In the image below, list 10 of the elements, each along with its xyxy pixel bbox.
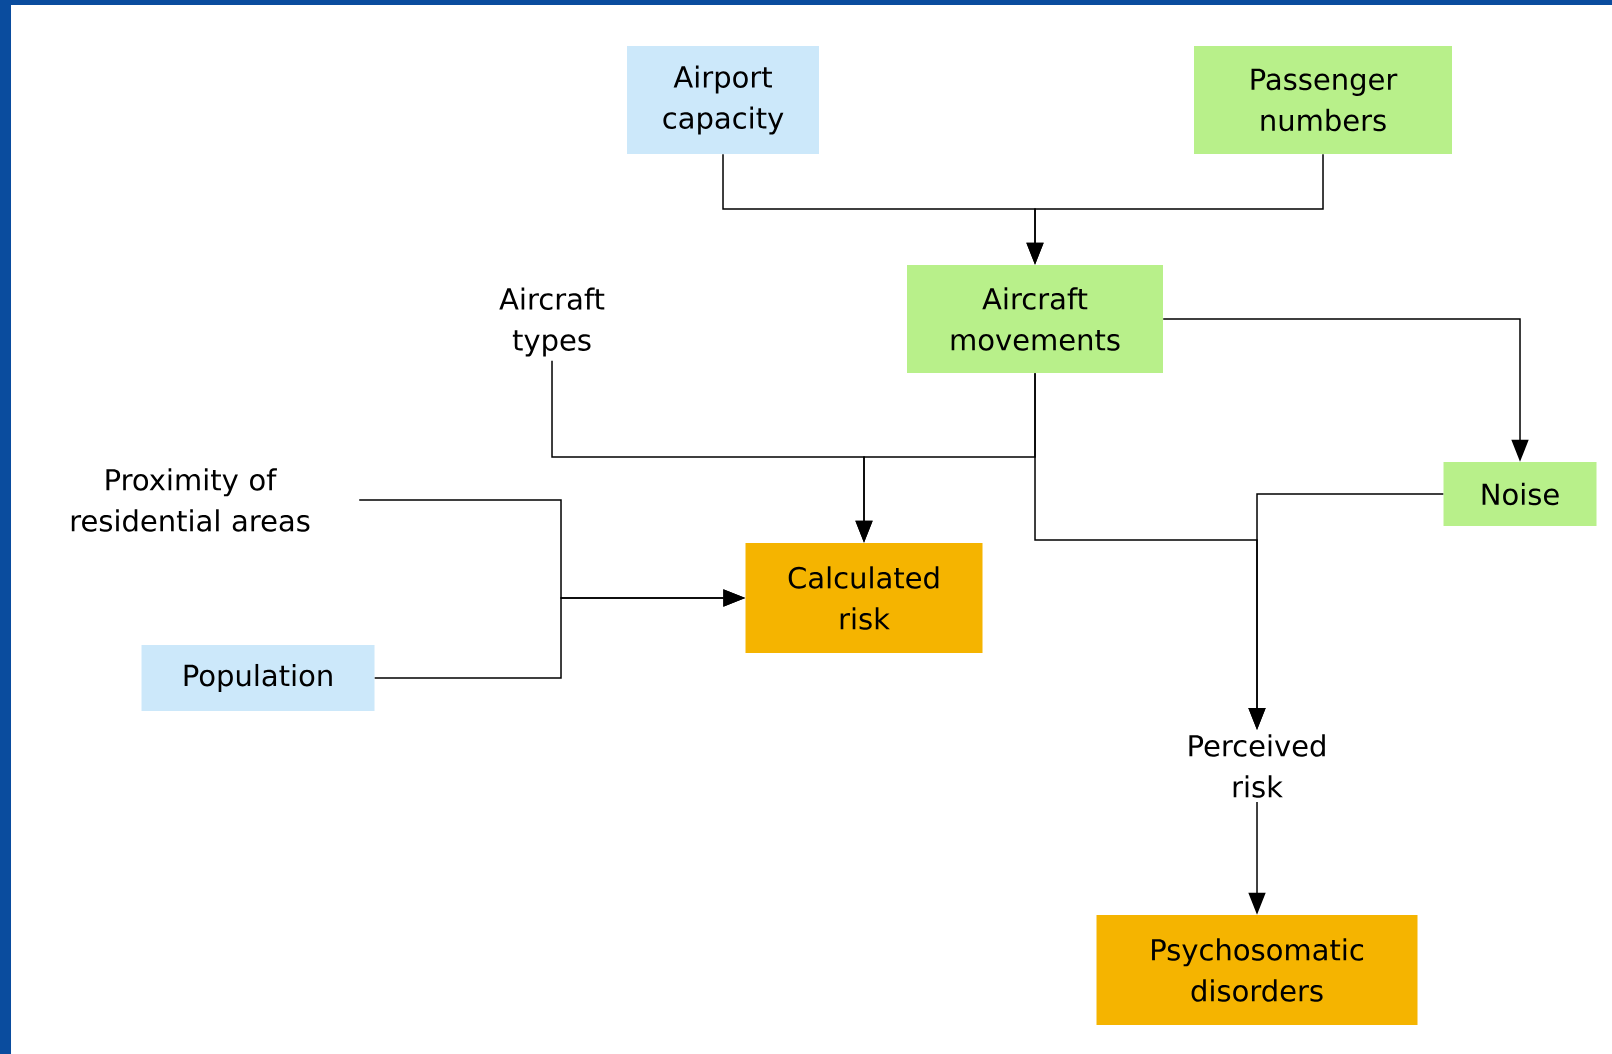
process-box: Psychosomatic disorders [1096,915,1418,1025]
node-label: Perceived risk [1189,734,1325,798]
node-label: Aircraft types [499,287,605,357]
process-box: Calculated risk [745,543,983,653]
process-box: Noise [1443,462,1597,526]
process-box: Population [141,645,375,711]
process-box: Aircraft movements [907,265,1163,373]
node-label: Proximity of residential areas [71,468,310,532]
process-box: Passenger numbers [1194,46,1452,154]
process-box: Airport capacity [627,46,819,154]
